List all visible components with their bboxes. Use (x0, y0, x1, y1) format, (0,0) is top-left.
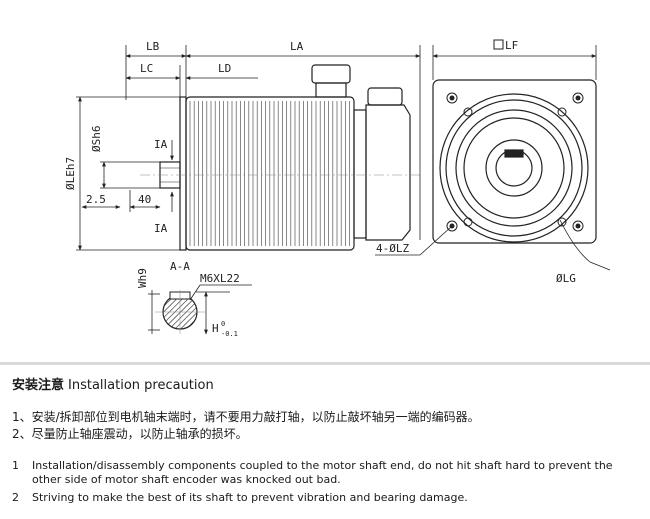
motor-front-view (432, 79, 597, 244)
dim-shaft-diameter: ØSh6 (90, 126, 103, 153)
dim-ld: LD (218, 62, 231, 75)
dim-lb: LB (146, 40, 160, 53)
shaft-cross-section (155, 290, 205, 334)
rear-cap (353, 109, 367, 239)
note-en-1: 1 Installation/disassembly components co… (12, 459, 642, 486)
key-height-tol-lower: -0.1 (221, 330, 238, 338)
note-en-2-number: 2 (12, 491, 19, 504)
notes-heading-en: Installation precaution (68, 378, 214, 393)
section-mark-bottom: IA (154, 222, 168, 235)
dim-40: 40 (138, 193, 151, 206)
dim-holes: 4-ØLZ (376, 242, 409, 255)
note-en-1-text: Installation/disassembly components coup… (32, 459, 613, 486)
square-flange (432, 79, 597, 244)
dim-pcd: ØLG (556, 272, 576, 285)
section-mark-top: IA (154, 138, 168, 151)
section-divider (0, 362, 650, 365)
dim-la: LA (290, 40, 304, 53)
dim-lf: LF (505, 39, 518, 52)
key-height-tol-upper: 0 (221, 320, 225, 328)
square-symbol (493, 39, 504, 50)
note-en-2: 2 Striving to make the best of its shaft… (12, 491, 642, 505)
cooling-fins (189, 101, 350, 246)
motor-dimension-drawing: LB LA LC LD ØSh6 ØLEh7 IA IA 2.5 40 A-A … (64, 39, 611, 338)
key-width: Wh9 (136, 268, 149, 288)
section-label: A-A (170, 260, 190, 273)
motor-side-view (159, 64, 411, 251)
front-flange (179, 96, 187, 251)
note-cn-2: 2、尽量防止轴座震动，以防止轴承的损坏。 (12, 427, 248, 441)
shaft-key (504, 149, 524, 158)
encoder-housing (365, 104, 411, 241)
dim-flange-diameter: ØLEh7 (64, 157, 77, 190)
key-height: H (212, 322, 219, 335)
power-connector (311, 64, 351, 84)
dim-lc: LC (140, 62, 153, 75)
thread-spec: M6XL22 (200, 272, 240, 285)
encoder-connector (367, 87, 403, 106)
spigot (455, 109, 573, 227)
notes-en-list: 1 Installation/disassembly components co… (12, 459, 642, 505)
note-en-2-text: Striving to make the best of its shaft t… (32, 491, 468, 504)
notes-heading-cn: 安装注意 (12, 378, 65, 393)
shaft-boss (485, 139, 543, 197)
dim-2-5: 2.5 (86, 193, 106, 206)
note-cn-1: 1、安装/拆卸部位到电机轴末端时，请不要用力敲打轴，以防止敲坏轴另一端的编码器。 (12, 410, 480, 424)
mounting-holes (446, 92, 584, 232)
note-en-1-number: 1 (12, 459, 19, 472)
outer-ring (439, 93, 589, 243)
